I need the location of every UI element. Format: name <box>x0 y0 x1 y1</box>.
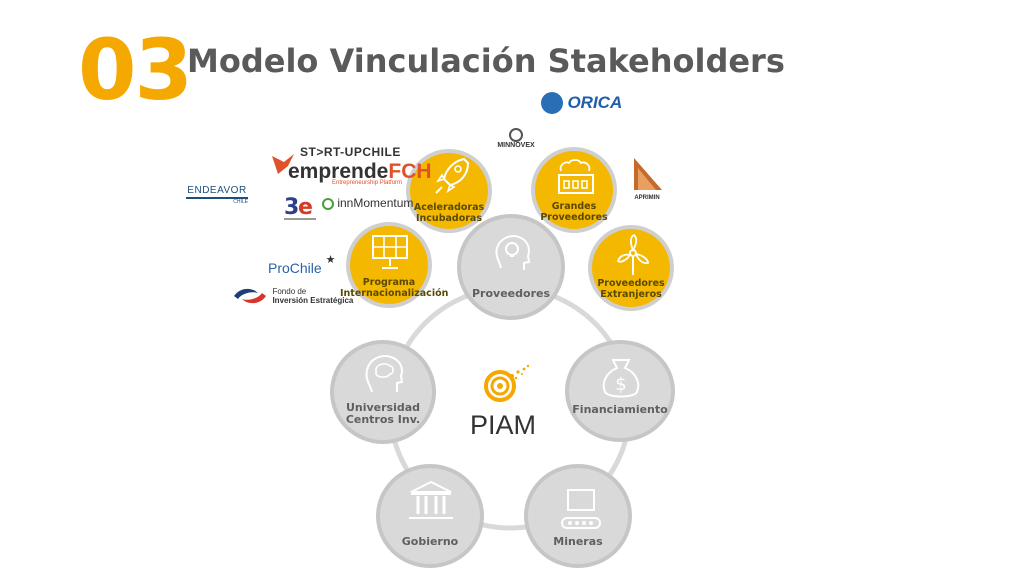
center-label: PIAM <box>470 410 537 440</box>
subnode-extranjeros-label-2: Extranjeros <box>600 289 662 300</box>
minnovex-mark-icon <box>509 128 523 142</box>
government-building-icon <box>409 480 453 519</box>
prochile-logo: ProChile ★ <box>268 254 336 276</box>
emprende-subtitle: Entrepreneurship Platform <box>332 180 403 186</box>
subnode-aceleradoras-label-2: Incubadoras <box>416 213 482 224</box>
section-number: 03 <box>78 21 193 119</box>
node-mineras[interactable]: Mineras <box>524 464 632 568</box>
innmomentum-logo: innMomentum <box>322 196 413 210</box>
node-proveedores[interactable]: Proveedores <box>457 214 565 320</box>
aprimin-mark-icon <box>634 158 662 190</box>
brain-head-icon <box>365 355 404 393</box>
node-financiamiento[interactable]: $ Financiamiento <box>565 340 675 442</box>
subnode-extranjeros-label-1: Proveedores <box>597 278 665 289</box>
orica-logo: ORICA <box>541 92 622 114</box>
svg-text:3: 3 <box>284 195 299 220</box>
emprende-fch-logo: emprendeFCH <box>288 160 432 183</box>
subnode-grandes-label-1: Grandes <box>551 201 597 212</box>
aprimin-logo: APRIMIN <box>624 156 670 201</box>
subnode-proveedores-extranjeros[interactable]: Proveedores Extranjeros <box>588 225 674 311</box>
subnode-programa[interactable]: Programa Internacionalización <box>340 222 448 308</box>
subnode-grandes-proveedores[interactable]: Grandes Proveedores <box>531 147 617 233</box>
target-icon <box>484 364 530 402</box>
node-financiamiento-label: Financiamiento <box>572 403 668 416</box>
3ie-logo: 3 e <box>282 190 318 231</box>
emprende-bird-icon <box>270 152 296 181</box>
subnode-programa-label-1: Programa <box>362 277 416 288</box>
page-title: Modelo Vinculación Stakeholders <box>187 42 785 80</box>
wind-turbine-icon <box>616 233 649 275</box>
subnode-aceleradoras[interactable]: Aceleradoras Incubadoras <box>406 149 492 233</box>
money-bag-icon: $ <box>602 359 640 398</box>
conveyor-icon <box>561 489 601 529</box>
fondo-mark-icon <box>234 288 266 304</box>
head-bulb-icon <box>495 235 531 270</box>
node-gobierno-label: Gobierno <box>401 535 459 548</box>
rocket-icon <box>435 157 470 194</box>
minnovex-logo: MINNOVEX <box>490 128 542 149</box>
factory-icon <box>558 159 594 194</box>
3ie-mark-icon: 3 e <box>284 195 316 220</box>
svg-text:$: $ <box>615 374 626 395</box>
node-mineras-label: Mineras <box>553 535 603 548</box>
innmomentum-mark-icon <box>322 197 334 210</box>
solar-panel-icon <box>372 235 408 269</box>
subnode-aceleradoras-label-1: Aceleradoras <box>413 202 485 213</box>
node-universidad-label-2: Centros Inv. <box>345 413 421 426</box>
svg-text:e: e <box>298 195 313 220</box>
orica-mark-icon <box>541 92 563 114</box>
node-gobierno[interactable]: Gobierno <box>376 464 484 568</box>
node-proveedores-label: Proveedores <box>472 287 550 300</box>
startup-chile-logo: ST>RT-UPCHILE <box>300 145 401 159</box>
node-universidad[interactable]: Universidad Centros Inv. <box>330 340 436 444</box>
endeavor-logo: ENDEAVOR CHILE <box>186 185 248 205</box>
subnode-programa-label-2: Internacionalización <box>340 288 449 299</box>
subnode-grandes-label-2: Proveedores <box>540 212 608 223</box>
node-universidad-label-1: Universidad <box>345 401 421 414</box>
prochile-stars-icon: ★ <box>325 254 336 266</box>
